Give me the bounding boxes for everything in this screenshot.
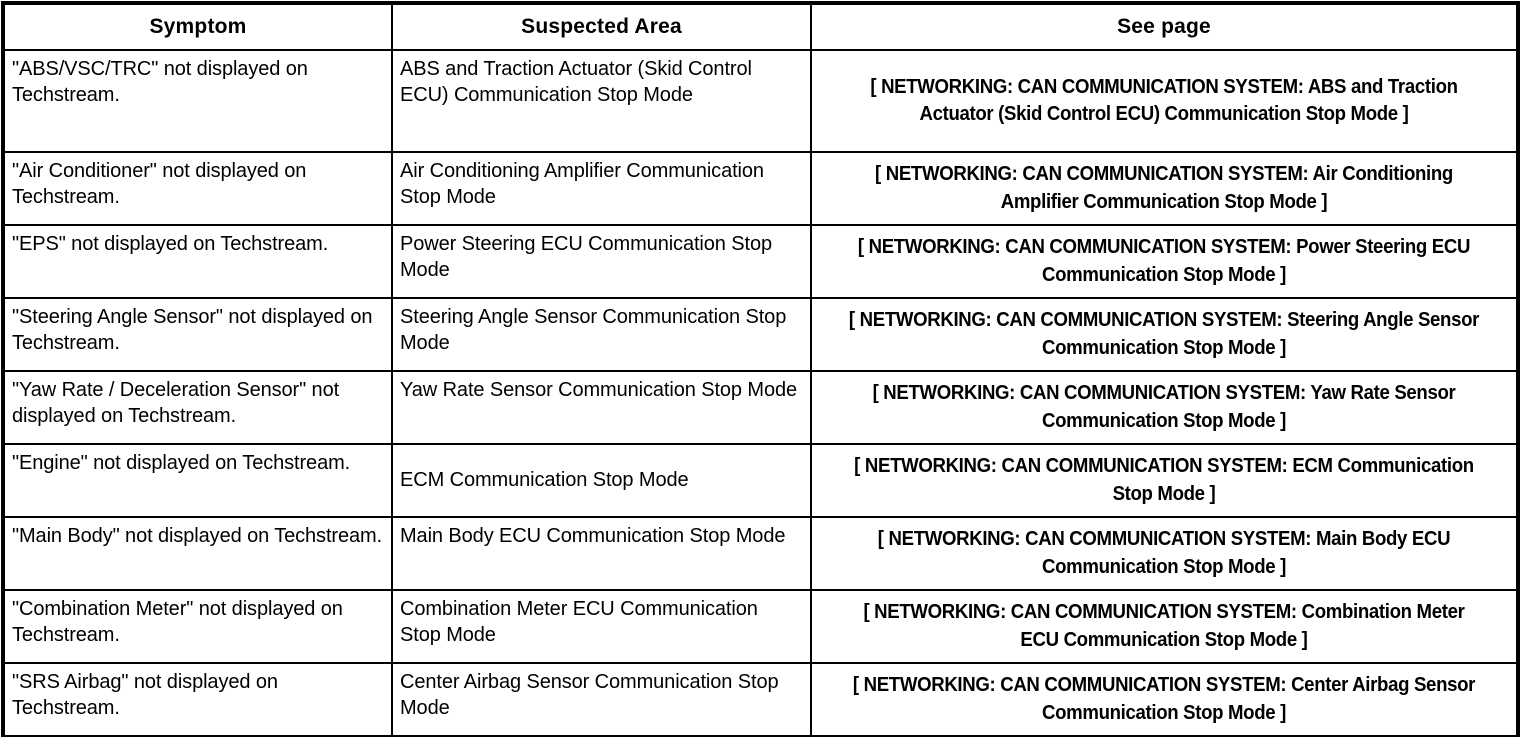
cell-suspected-area: ABS and Traction Actuator (Skid Control … (391, 49, 812, 153)
column-header-suspected-area: Suspected Area (391, 3, 812, 51)
cell-see-page-reference[interactable]: [ NETWORKING: CAN COMMUNICATION SYSTEM: … (834, 589, 1494, 664)
cell-suspected-area: Combination Meter ECU Communication Stop… (391, 589, 812, 664)
table-row: "Engine" not displayed on Techstream. EC… (3, 443, 1517, 518)
column-header-see-page: See page (810, 3, 1518, 51)
cell-suspected-area: Power Steering ECU Communication Stop Mo… (391, 224, 812, 299)
cell-see-page-reference[interactable]: [ NETWORKING: CAN COMMUNICATION SYSTEM: … (834, 151, 1494, 226)
cell-suspected-area: Steering Angle Sensor Communication Stop… (391, 297, 812, 372)
cell-see-page-reference[interactable]: [ NETWORKING: CAN COMMUNICATION SYSTEM: … (834, 49, 1494, 153)
cell-symptom: "Main Body" not displayed on Techstream. (3, 516, 393, 591)
cell-suspected-area: Yaw Rate Sensor Communication Stop Mode (391, 370, 812, 445)
cell-suspected-area: Center Airbag Sensor Communication Stop … (391, 662, 812, 737)
cell-see-page-reference[interactable]: [ NETWORKING: CAN COMMUNICATION SYSTEM: … (834, 443, 1494, 518)
cell-suspected-area: Air Conditioning Amplifier Communication… (391, 151, 812, 226)
table-row: "Steering Angle Sensor" not displayed on… (3, 297, 1517, 372)
cell-symptom: "EPS" not displayed on Techstream. (3, 224, 393, 299)
column-header-symptom: Symptom (3, 3, 393, 51)
table-row: "Main Body" not displayed on Techstream.… (3, 516, 1517, 591)
cell-symptom: "Steering Angle Sensor" not displayed on… (3, 297, 393, 372)
table-row: "Air Conditioner" not displayed on Techs… (3, 151, 1517, 226)
cell-suspected-area: ECM Communication Stop Mode (391, 443, 812, 518)
table-row: "EPS" not displayed on Techstream. Power… (3, 224, 1517, 299)
cell-symptom: "Air Conditioner" not displayed on Techs… (3, 151, 393, 226)
cell-see-page-reference[interactable]: [ NETWORKING: CAN COMMUNICATION SYSTEM: … (834, 297, 1494, 372)
table-row: "SRS Airbag" not displayed on Techstream… (3, 662, 1517, 737)
cell-symptom: "SRS Airbag" not displayed on Techstream… (3, 662, 393, 737)
cell-suspected-area: Main Body ECU Communication Stop Mode (391, 516, 812, 591)
table-header: Symptom Suspected Area See page (3, 3, 1518, 51)
cell-symptom: "ABS/VSC/TRC" not displayed on Techstrea… (3, 49, 393, 153)
cell-symptom: "Combination Meter" not displayed on Tec… (3, 589, 393, 664)
table-row: "Combination Meter" not displayed on Tec… (3, 589, 1517, 664)
table-body: "ABS/VSC/TRC" not displayed on Techstrea… (3, 49, 1517, 737)
cell-symptom: "Engine" not displayed on Techstream. (3, 443, 393, 518)
cell-see-page-reference[interactable]: [ NETWORKING: CAN COMMUNICATION SYSTEM: … (834, 224, 1494, 299)
cell-see-page-reference[interactable]: [ NETWORKING: CAN COMMUNICATION SYSTEM: … (834, 516, 1494, 591)
cell-see-page-reference[interactable]: [ NETWORKING: CAN COMMUNICATION SYSTEM: … (834, 662, 1494, 737)
cell-see-page-reference[interactable]: [ NETWORKING: CAN COMMUNICATION SYSTEM: … (834, 370, 1494, 445)
cell-symptom: "Yaw Rate / Deceleration Sensor" not dis… (3, 370, 393, 445)
table-row: "Yaw Rate / Deceleration Sensor" not dis… (3, 370, 1517, 445)
header-row: Symptom Suspected Area See page (3, 3, 1518, 51)
table-row: "ABS/VSC/TRC" not displayed on Techstrea… (3, 49, 1517, 153)
